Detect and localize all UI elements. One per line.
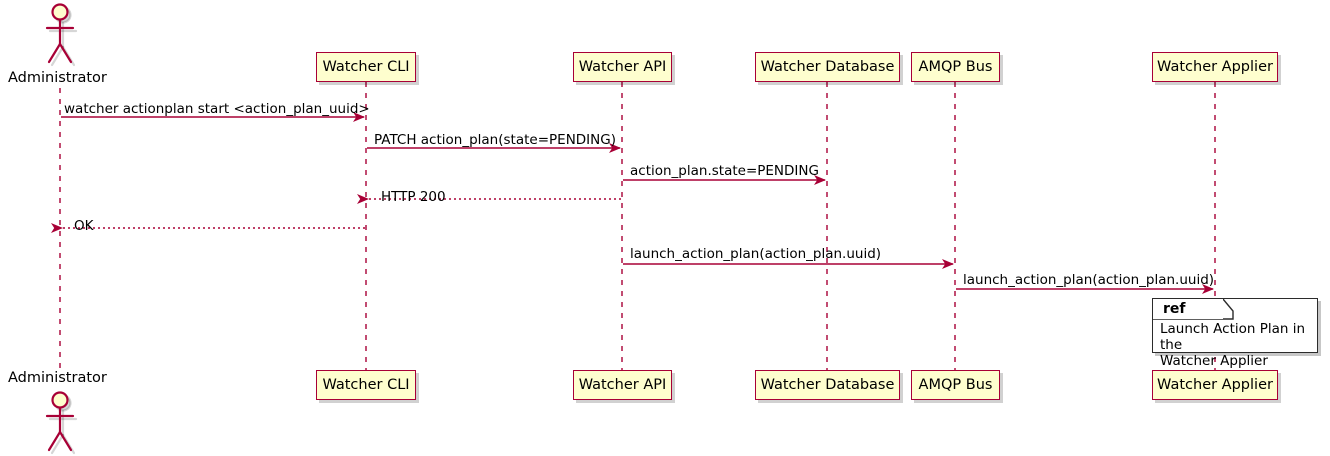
message-label-m4: HTTP 200 bbox=[381, 189, 446, 205]
actor-figures-group bbox=[45, 3, 78, 455]
participant-watcher_api-top[interactable]: Watcher API bbox=[573, 52, 672, 82]
message-label-m2: PATCH action_plan(state=PENDING) bbox=[374, 132, 616, 148]
participant-label-amqp_bus-top: AMQP Bus bbox=[918, 59, 993, 75]
message-arrows-group bbox=[51, 112, 1214, 294]
ref-frame: ref Launch Action Plan in the Watcher Ap… bbox=[1152, 298, 1318, 369]
participant-label-watcher_api-bottom: Watcher API bbox=[578, 377, 667, 393]
participant-watcher_database-top[interactable]: Watcher Database bbox=[755, 52, 900, 82]
participant-label-watcher_applier-top: Watcher Applier bbox=[1157, 59, 1273, 75]
participant-watcher_api-bottom[interactable]: Watcher API bbox=[573, 370, 672, 400]
participant-label-administrator-bottom: Administrator bbox=[8, 370, 107, 386]
participant-amqp_bus-top[interactable]: AMQP Bus bbox=[911, 52, 1000, 82]
participant-watcher_applier-top[interactable]: Watcher Applier bbox=[1152, 52, 1278, 82]
participant-label-amqp_bus-bottom: AMQP Bus bbox=[918, 377, 993, 393]
participant-watcher_database-bottom[interactable]: Watcher Database bbox=[755, 370, 900, 400]
actor-figure-administrator-bottom bbox=[45, 391, 78, 455]
actor-figure-administrator-top bbox=[45, 3, 78, 67]
message-label-m1: watcher actionplan start <action_plan_uu… bbox=[64, 101, 370, 117]
participant-amqp_bus-bottom[interactable]: AMQP Bus bbox=[911, 370, 1000, 400]
ref-tab-label: ref bbox=[1153, 299, 1223, 319]
participant-label-watcher_database-top: Watcher Database bbox=[760, 59, 895, 75]
participant-label-watcher_applier-bottom: Watcher Applier bbox=[1157, 377, 1273, 393]
participant-watcher_applier-bottom[interactable]: Watcher Applier bbox=[1152, 370, 1278, 400]
lifelines-group bbox=[59, 82, 1216, 370]
participant-watcher_cli-top[interactable]: Watcher CLI bbox=[316, 52, 416, 82]
message-label-m7: launch_action_plan(action_plan.uuid) bbox=[963, 272, 1215, 288]
participant-label-administrator-top: Administrator bbox=[8, 70, 107, 86]
message-label-m6: launch_action_plan(action_plan.uuid) bbox=[630, 246, 882, 262]
message-label-m5: OK bbox=[74, 218, 94, 234]
participant-label-watcher_database-bottom: Watcher Database bbox=[760, 377, 895, 393]
participant-label-watcher_cli-bottom: Watcher CLI bbox=[322, 377, 410, 393]
ref-frame-body-text: Launch Action Plan in the Watcher Applie… bbox=[1160, 321, 1306, 369]
participant-watcher_cli-bottom[interactable]: Watcher CLI bbox=[316, 370, 416, 400]
message-label-m3: action_plan.state=PENDING bbox=[630, 163, 819, 179]
participant-label-watcher_api-top: Watcher API bbox=[578, 59, 667, 75]
participant-label-watcher_cli-top: Watcher CLI bbox=[322, 59, 410, 75]
